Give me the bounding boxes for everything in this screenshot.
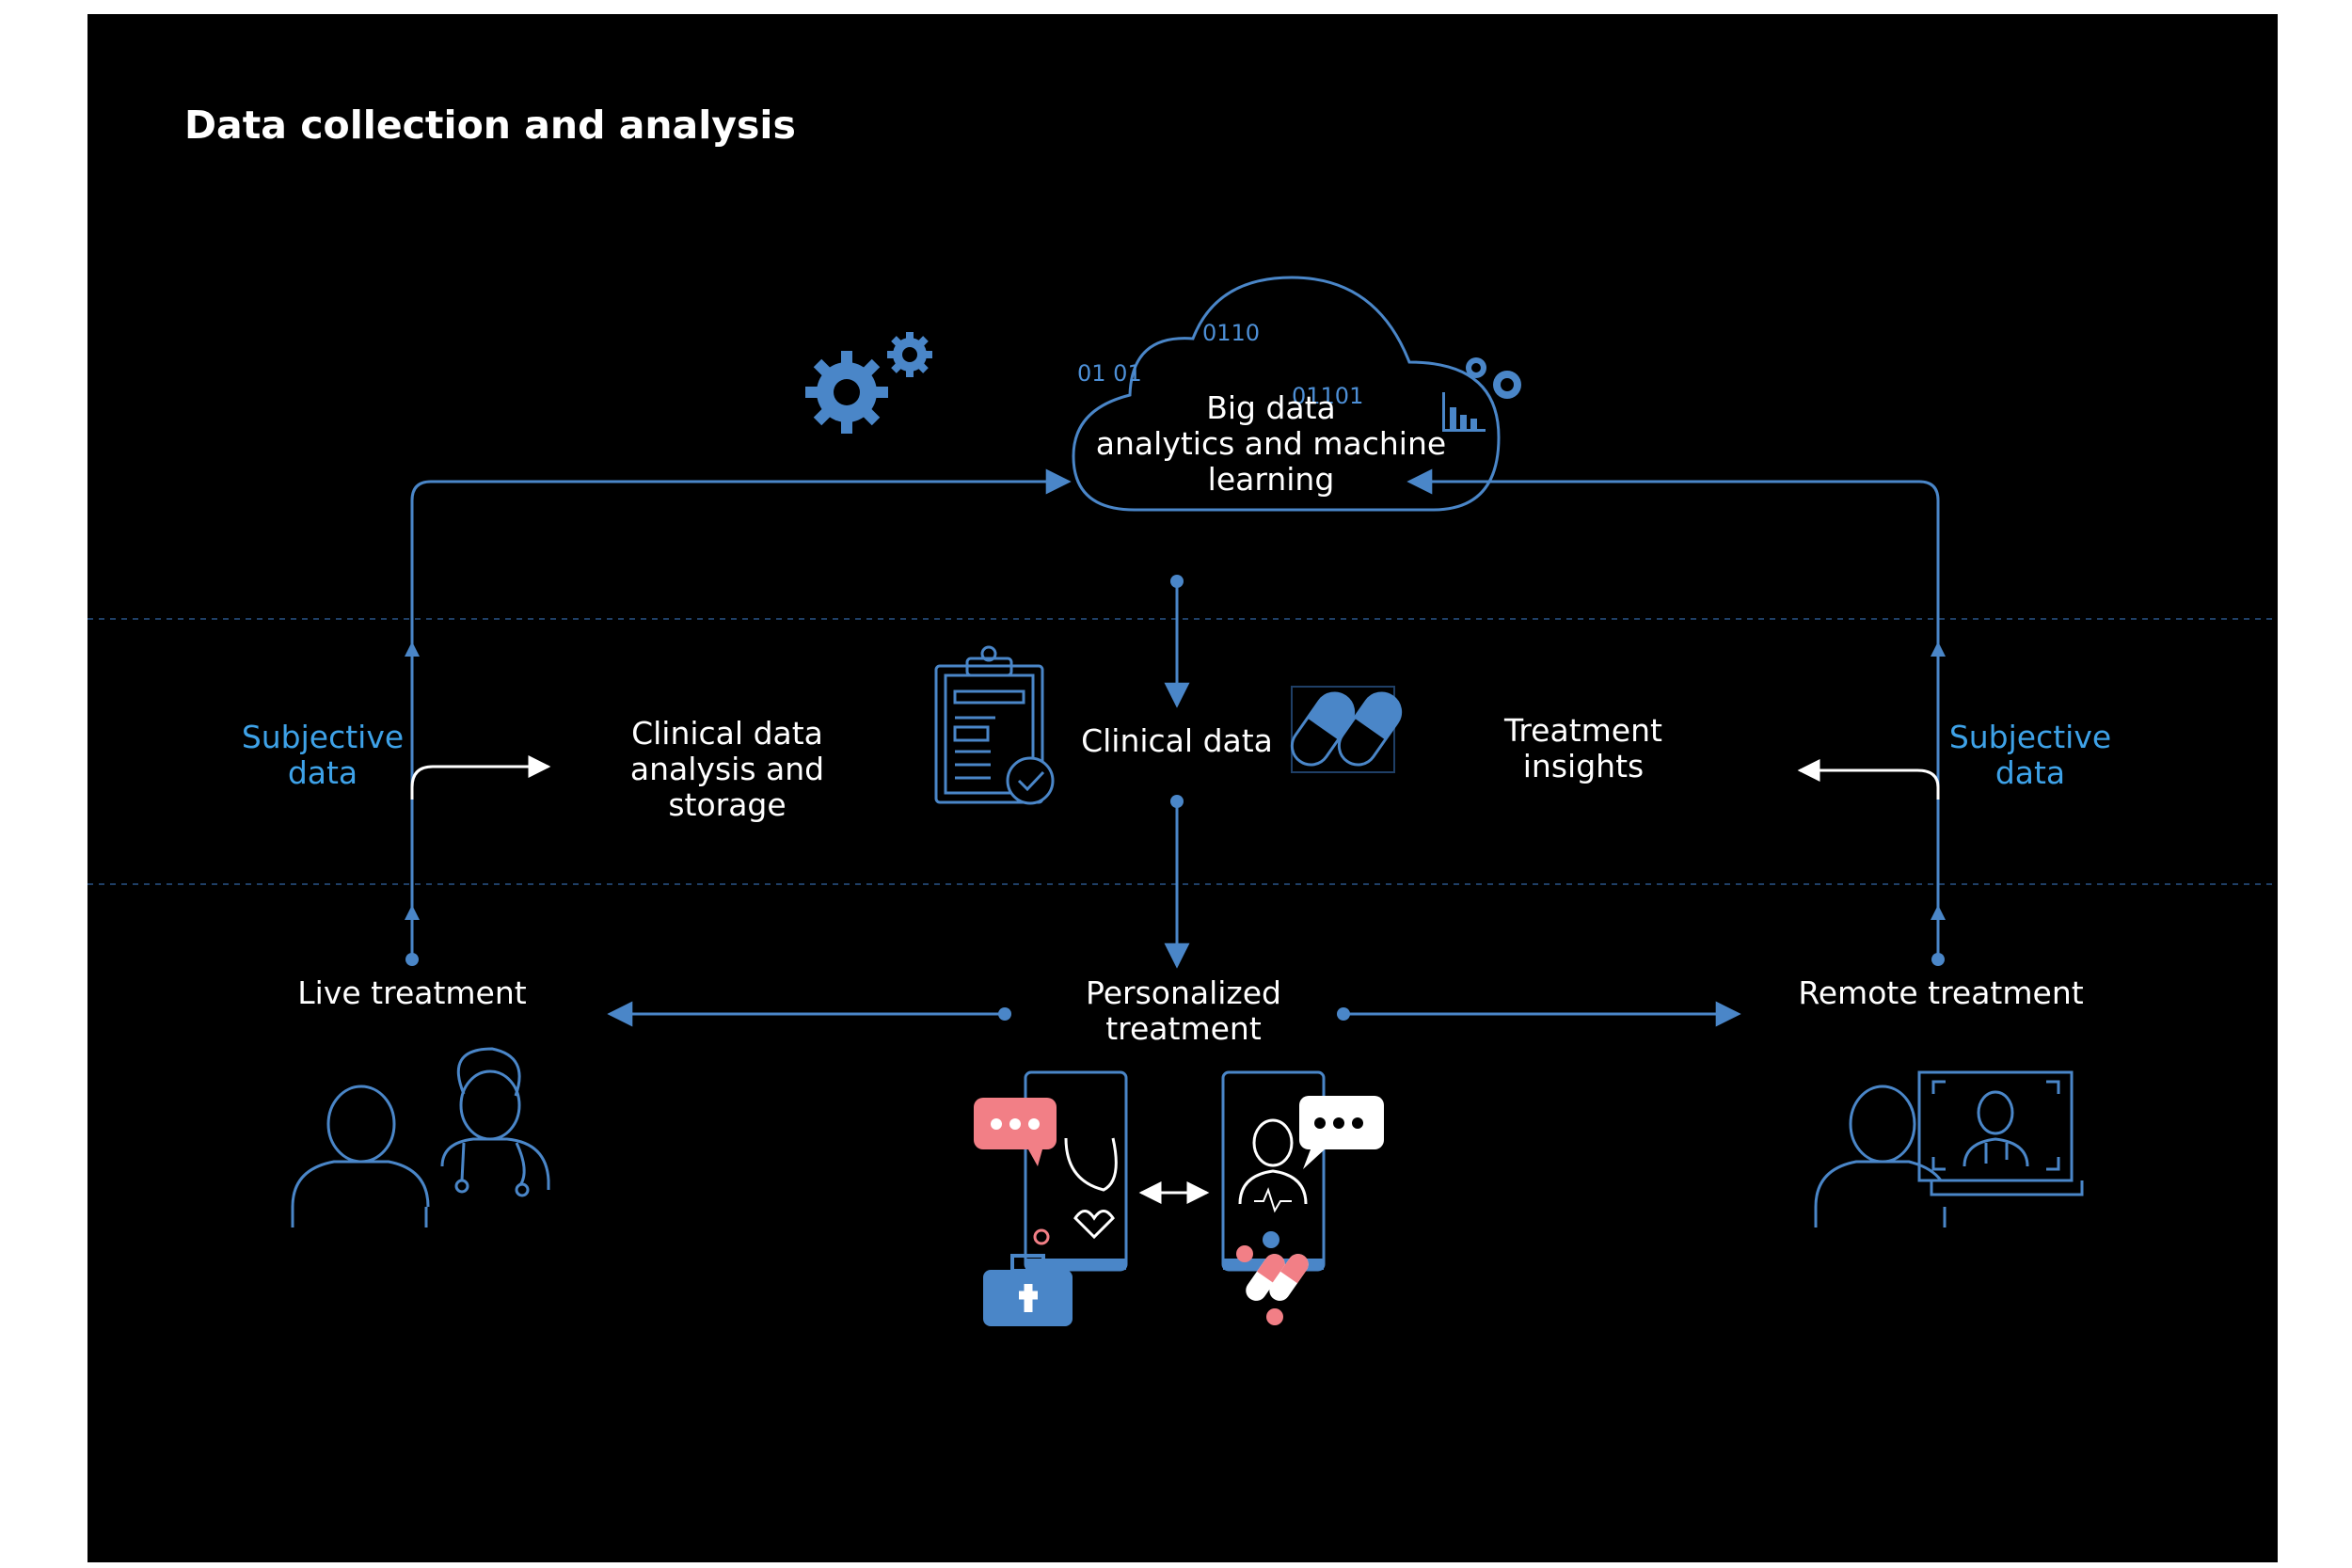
personalized-treatment-label: Personalized treatment — [1085, 974, 1282, 1047]
live-treatment-label: Live treatment — [297, 974, 527, 1011]
clinical-data-label: Clinical data — [1081, 722, 1273, 759]
treatment-insights-label: Treatment insights — [1504, 712, 1662, 784]
binary-label-2: 01 01 — [1077, 360, 1142, 387]
telemedicine-icon — [1814, 1070, 2084, 1227]
connector-left-up — [410, 468, 1072, 958]
gears-icon — [805, 332, 932, 434]
diagram-panel: Data collection and analysis — [87, 14, 2278, 1562]
clipboard-check-icon — [934, 645, 1055, 805]
arrowhead-right-1 — [1931, 641, 1946, 657]
arrowhead-right-2 — [1931, 905, 1946, 920]
dot-remote — [1931, 953, 1945, 966]
subjective-data-right: Subjective data — [1948, 719, 2112, 791]
remote-treatment-label: Remote treatment — [1798, 974, 2084, 1011]
branch-arrow-right — [1797, 759, 1940, 800]
connector-right-up — [1406, 468, 1940, 958]
diagram-title: Data collection and analysis — [184, 103, 796, 148]
binary-label-3: 01101 — [1292, 383, 1364, 409]
clinical-analysis-label: Clinical data analysis and storage — [629, 715, 825, 823]
arrowhead-left-1 — [405, 641, 420, 657]
pills-icon — [1290, 686, 1403, 773]
subjective-data-left: Subjective data — [241, 719, 405, 791]
arrowhead-left-2 — [405, 905, 420, 920]
dot-live — [405, 953, 419, 966]
patient-doctor-icon — [291, 1047, 550, 1227]
cloud-label: Big data analytics and machine learning — [1095, 389, 1447, 498]
mobile-consult-icon — [974, 1070, 1384, 1326]
gear-chart-icon — [1442, 357, 1521, 432]
flow-diagram — [87, 276, 2278, 1326]
branch-arrow-left — [410, 755, 551, 800]
cloud-icon — [1072, 276, 1501, 512]
binary-label-1: 0110 — [1202, 320, 1261, 346]
